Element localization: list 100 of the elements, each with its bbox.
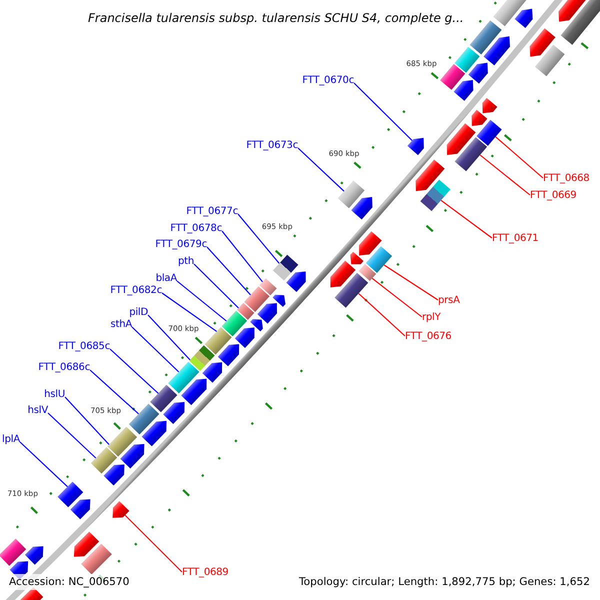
gene-feature (24, 546, 44, 565)
leader-line (64, 396, 110, 445)
leader-line (176, 280, 227, 322)
gene-feature (472, 110, 488, 126)
gene-label: FTT_0668 (543, 173, 590, 185)
gene-block (470, 20, 502, 54)
gene-feature (163, 402, 184, 424)
gene-block (476, 120, 502, 146)
gene-feature (74, 532, 100, 557)
leader-line (162, 292, 218, 332)
gene-label: sthA (110, 319, 132, 331)
gene-block (440, 64, 466, 90)
gene-block (534, 44, 565, 76)
gene-feature (142, 420, 166, 446)
gene-block (420, 180, 450, 212)
gene-label: FTT_0676 (405, 331, 452, 343)
gene-feature (468, 62, 488, 84)
gene-label: FTT_0686c (38, 362, 90, 374)
gene-label: rplY (422, 312, 441, 324)
gene-block (128, 404, 160, 434)
gene-block (90, 447, 118, 474)
gene-label: FTT_0671 (492, 233, 538, 245)
gene-label: FTT_0678c (170, 223, 222, 235)
leader-line (90, 370, 139, 414)
gene-feature (234, 328, 254, 348)
gene-feature (330, 260, 356, 288)
gene-label: FTT_0689 (182, 567, 228, 579)
gene-block (150, 384, 178, 412)
gene-feature (530, 28, 556, 57)
gene-label: FTT_0673c (246, 140, 298, 152)
gene-block (244, 286, 270, 312)
gene-feature (250, 319, 263, 332)
gene-feature (359, 231, 382, 256)
gene-feature (181, 378, 207, 406)
gene-block (560, 0, 600, 45)
gene-block (454, 137, 488, 172)
gene-block (222, 310, 248, 336)
gene-feature (558, 0, 586, 22)
gene-label: FTT_0670c (302, 75, 354, 87)
gene-feature (454, 80, 474, 101)
gene-feature (104, 464, 124, 486)
leader-line (298, 148, 344, 192)
gene-label: FTT_0677c (186, 206, 238, 218)
gene-label: FTT_0685c (58, 341, 110, 353)
leader-line (238, 214, 280, 264)
gene-feature (514, 8, 533, 28)
gene-feature (407, 138, 424, 156)
leader-line (148, 314, 190, 360)
gene-feature (272, 294, 286, 307)
leader-line (440, 200, 492, 238)
gene-block (107, 426, 138, 457)
gene-label: FTT_0679c (155, 239, 207, 251)
gene-block (204, 327, 232, 355)
gene-feature (202, 362, 222, 383)
leader-line (495, 136, 544, 178)
gene-feature (416, 160, 445, 192)
leader-line (372, 278, 422, 318)
gene-block (259, 278, 277, 296)
gene-label: FTT_0682c (110, 285, 162, 297)
gene-block (358, 264, 376, 281)
leader-line (206, 246, 251, 296)
gene-label: prsA (438, 295, 460, 307)
gene-label: hslU (44, 389, 65, 401)
leader-line (48, 412, 96, 458)
gene-label: hslV (28, 405, 48, 417)
gene-feature (120, 444, 144, 468)
gene-label: pilD (129, 307, 148, 319)
gene-feature (350, 252, 364, 264)
leader-line (132, 326, 180, 372)
gene-block (58, 482, 84, 508)
leader-line (354, 82, 412, 141)
gene-label: FTT_0669 (530, 190, 576, 202)
gene-block (338, 180, 365, 208)
gene-feature (112, 501, 130, 518)
gene-feature (351, 197, 372, 220)
gene-feature (20, 587, 44, 600)
gene-feature (482, 98, 498, 114)
gene-block (236, 302, 254, 320)
leader-line (124, 514, 182, 572)
leader-line (222, 230, 263, 282)
leader-line (480, 154, 530, 196)
leader-line (20, 442, 68, 488)
gene-label: blaA (156, 273, 177, 285)
gene-block (366, 246, 392, 273)
gene-label: pth (178, 256, 194, 268)
gene-feature (218, 344, 240, 366)
leader-line (194, 264, 239, 308)
gene-feature (286, 272, 306, 292)
gene-label: lplA (2, 434, 20, 446)
gene-feature (70, 499, 90, 520)
gene-feature (257, 303, 277, 324)
leader-line (384, 264, 438, 300)
gene-feature (484, 36, 510, 66)
gene-feature (446, 123, 476, 155)
leader-line (110, 348, 159, 394)
gene-block (454, 46, 480, 73)
gene-block (334, 272, 368, 308)
gene-block (168, 362, 200, 394)
leader-line (358, 293, 406, 336)
gene-block (189, 345, 215, 371)
